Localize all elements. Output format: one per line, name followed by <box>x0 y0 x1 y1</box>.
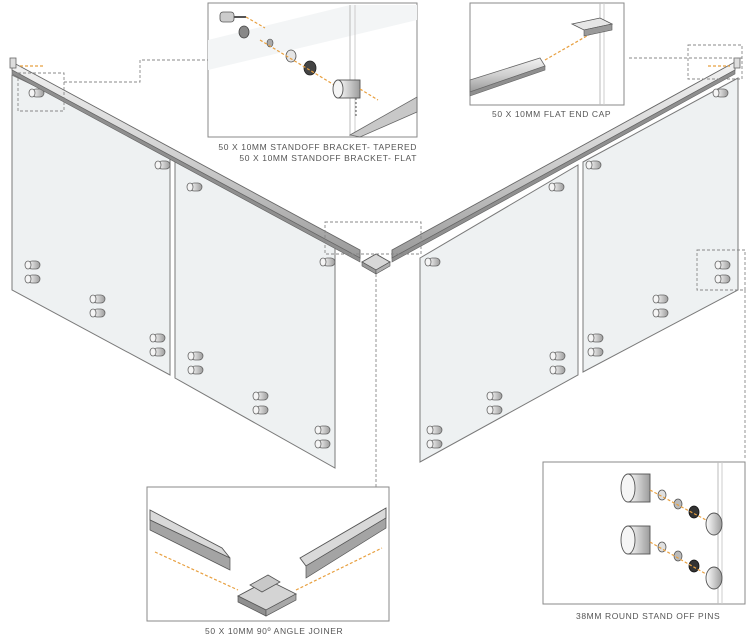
left-top-rail <box>9 57 361 263</box>
detail-standoff-bracket <box>207 2 418 138</box>
caption-angle-joiner: 50 X 10MM 90º ANGLE JOINER <box>205 626 344 636</box>
detail-round-standoff-pins <box>542 461 746 605</box>
caption-round-pins: 38MM ROUND STAND OFF PINS <box>576 611 721 621</box>
left-glass-panel-outer <box>11 74 171 376</box>
corner-angle-joiner <box>361 253 391 275</box>
detail-flat-end-cap <box>469 2 625 106</box>
detail-angle-joiner <box>146 486 390 622</box>
caption-standoff-tapered: 50 X 10MM STANDOFF BRACKET- TAPERED <box>218 142 417 152</box>
right-top-rail <box>391 57 741 263</box>
right-glass-panel-outer <box>582 77 739 373</box>
callout-markers <box>17 44 746 487</box>
right-glass-panel-inner <box>419 164 579 463</box>
caption-standoff-flat: 50 X 10MM STANDOFF BRACKET- FLAT <box>239 153 417 163</box>
caption-flat-end-cap: 50 X 10MM FLAT END CAP <box>492 109 612 119</box>
